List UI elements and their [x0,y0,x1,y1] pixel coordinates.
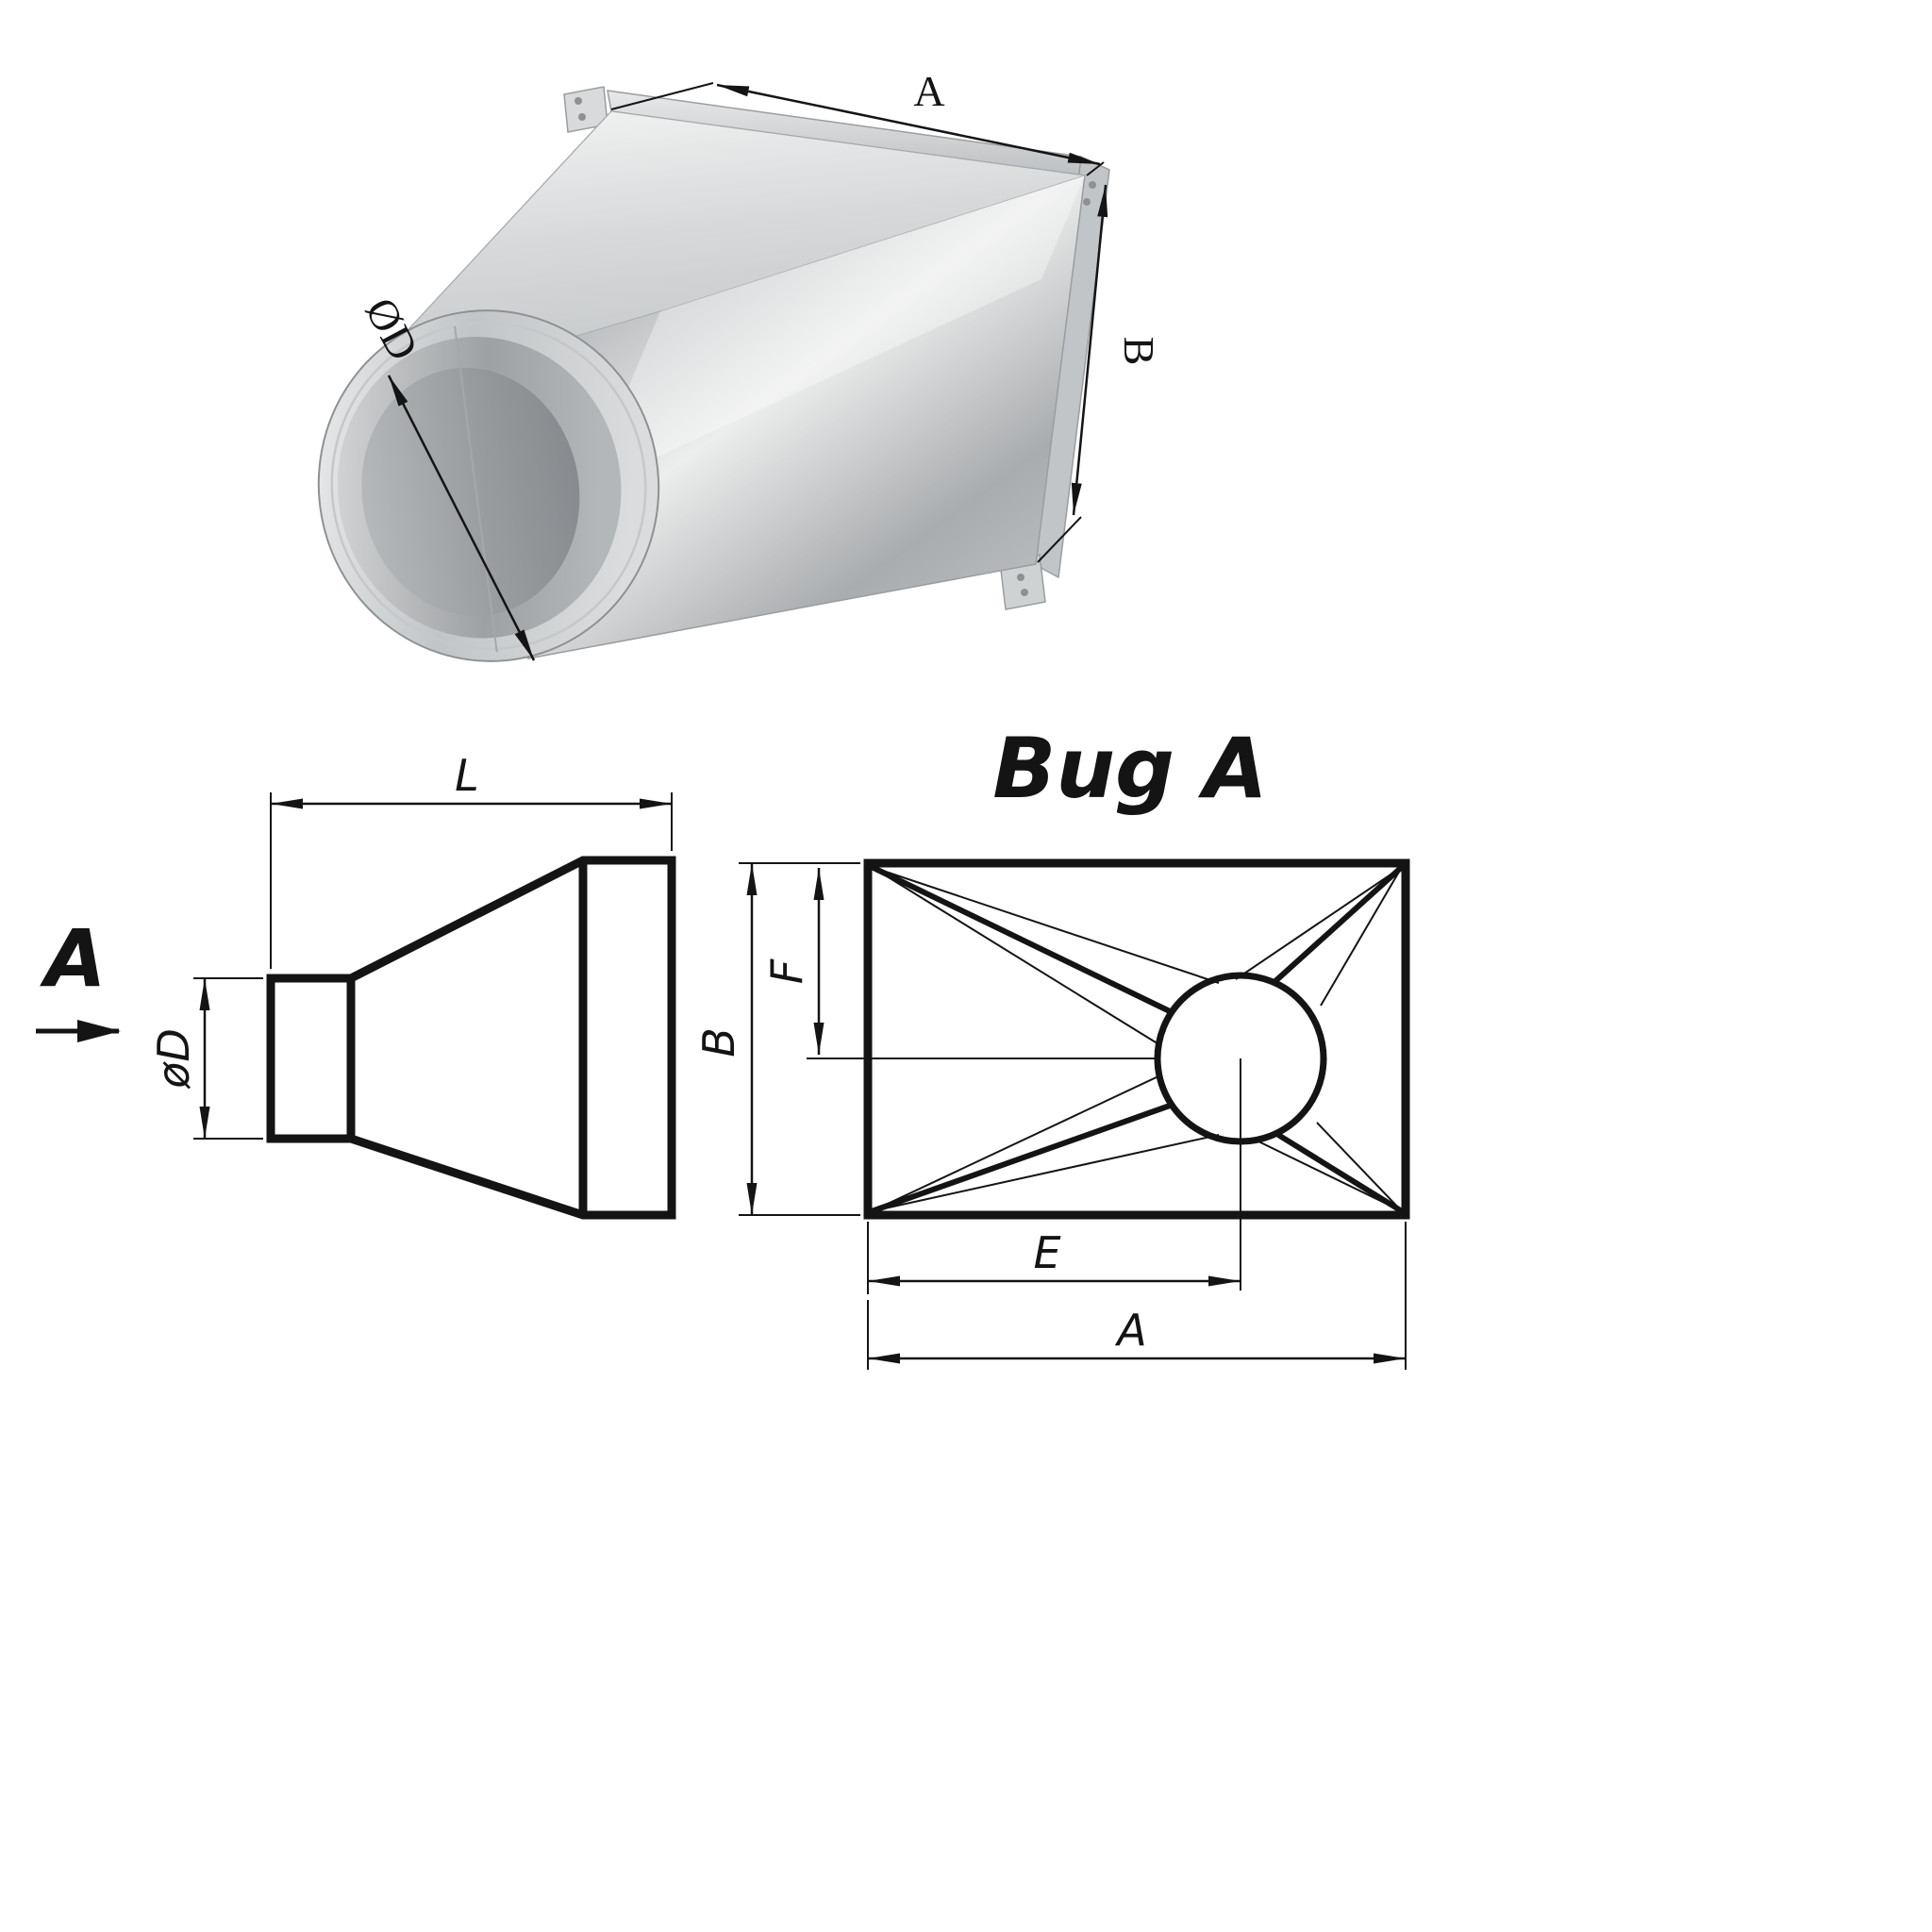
extension-line [1037,516,1082,563]
rivet-hole [1089,181,1096,189]
rivet-hole [1017,574,1024,581]
view-direction-label: A [39,912,106,1005]
dim-view-E: E [867,1222,1241,1294]
dim-label-L: L [455,750,479,801]
dim-label-F: F [761,958,812,984]
dim-line-A [716,83,1101,166]
dim-label-A: A [913,67,944,115]
dim-label-A: A [1114,1305,1146,1356]
view-a-title: Bug A [992,720,1267,817]
dim-label-B: B [1115,337,1163,366]
dim-label-E: E [1033,1227,1060,1278]
photo-3d-transition: A B ØD [317,67,1163,662]
rivet-hole [575,97,582,105]
view-a-drawing: Bug A B [693,720,1410,1370]
dim-view-F: F [761,868,875,1059]
rivet-hole [1083,198,1091,206]
side-view-drawing: L øD A [36,750,676,1220]
dim-label-B: B [693,1027,744,1058]
dim-photo-A: A [610,67,1105,176]
dim-line-D [387,375,536,661]
dim-view-B: B [693,862,860,1216]
view-a-outline [863,858,1410,1220]
construction-lines-thin [871,866,1403,1291]
dim-side-D: øD [148,977,263,1140]
extension-line [610,82,714,110]
dim-line-B [1071,184,1108,516]
fold-lines-thick [870,864,1405,1214]
rivet-hole [578,113,586,121]
dim-photo-B: B [1037,184,1163,563]
rivet-hole [1021,589,1028,596]
side-view-outline [266,856,676,1220]
view-direction-marker: A [36,912,121,1042]
dim-view-A: A [867,1222,1407,1370]
dim-label-oD: øD [148,1028,199,1090]
metal-highlight [585,175,1085,491]
extension-line [1086,161,1105,176]
dim-side-L: L [270,750,673,969]
